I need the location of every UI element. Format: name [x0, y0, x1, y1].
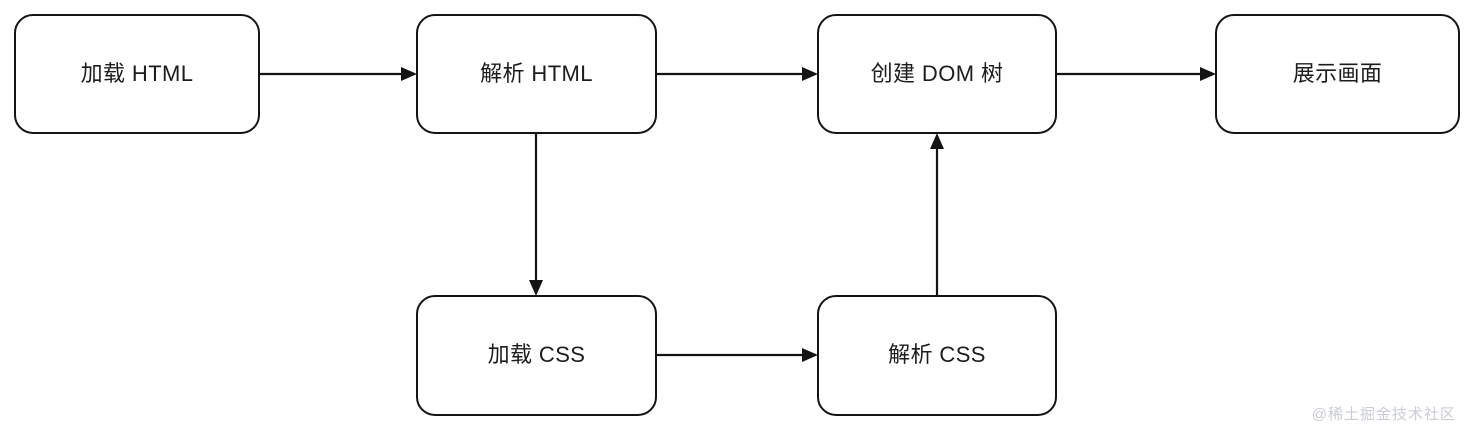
node-shapes	[14, 14, 1460, 416]
node-shape-load-css[interactable]	[416, 295, 657, 416]
edge-load-css-to-parse-css	[656, 348, 818, 362]
node-shape-parse-html[interactable]	[416, 14, 657, 134]
watermark: @稀土掘金技术社区	[1311, 406, 1456, 423]
edge-load-html-to-parse-html	[259, 67, 417, 81]
edge-parse-html-to-load-css	[529, 133, 543, 296]
node-shape-create-dom[interactable]	[817, 14, 1057, 134]
node-shape-render-view[interactable]	[1215, 14, 1460, 134]
node-shape-parse-css[interactable]	[817, 295, 1057, 416]
edge-create-dom-to-render-view	[1056, 67, 1216, 81]
edge-parse-css-to-create-dom	[930, 133, 944, 296]
node-shape-load-html[interactable]	[14, 14, 260, 134]
edge-parse-html-to-create-dom	[656, 67, 818, 81]
edges	[259, 67, 1216, 362]
